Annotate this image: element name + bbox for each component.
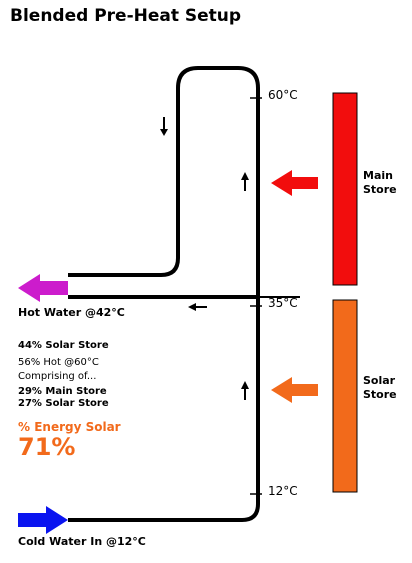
- flow-down-arrow: [160, 117, 168, 136]
- solar-store-label: Solar Store: [363, 374, 397, 402]
- mix-comprising: Comprising of...: [18, 371, 97, 382]
- temp-label-middle: 35°C: [268, 296, 298, 310]
- cold-water-label: Cold Water In @12°C: [18, 535, 146, 548]
- solar-store-label-line1: Solar: [363, 374, 396, 387]
- page-title: Blended Pre-Heat Setup: [10, 6, 242, 26]
- hot-water-label: Hot Water @42°C: [18, 306, 125, 319]
- main-store-label: Main Store: [363, 169, 397, 197]
- flow-left-arrow: [188, 303, 207, 311]
- temp-label-top: 60°C: [268, 88, 298, 102]
- temp-label-bottom: 12°C: [268, 484, 298, 498]
- flow-up-arrow-top: [241, 172, 249, 191]
- hot-water-arrow: [18, 274, 68, 302]
- solar-store-label-line2: Store: [363, 388, 397, 401]
- main-store-label-line2: Store: [363, 183, 397, 196]
- energy-solar-label: % Energy Solar: [18, 420, 121, 434]
- solar-store-heat-arrow: [271, 377, 318, 403]
- mix-solar-store-part: 27% Solar Store: [18, 398, 109, 409]
- cold-water-arrow: [18, 506, 68, 534]
- main-store-tank: [332, 92, 358, 286]
- flow-up-arrow-bottom: [241, 381, 249, 400]
- main-store-heat-arrow: [271, 170, 318, 196]
- mix-solar-store: 44% Solar Store: [18, 340, 109, 351]
- energy-solar-value: 71%: [18, 433, 76, 461]
- solar-store-tank: [332, 299, 358, 493]
- main-store-label-line1: Main: [363, 169, 393, 182]
- mix-main-store: 29% Main Store: [18, 386, 107, 397]
- pipe-loop: [68, 66, 260, 522]
- mix-hot-at-60: 56% Hot @60°C: [18, 357, 99, 368]
